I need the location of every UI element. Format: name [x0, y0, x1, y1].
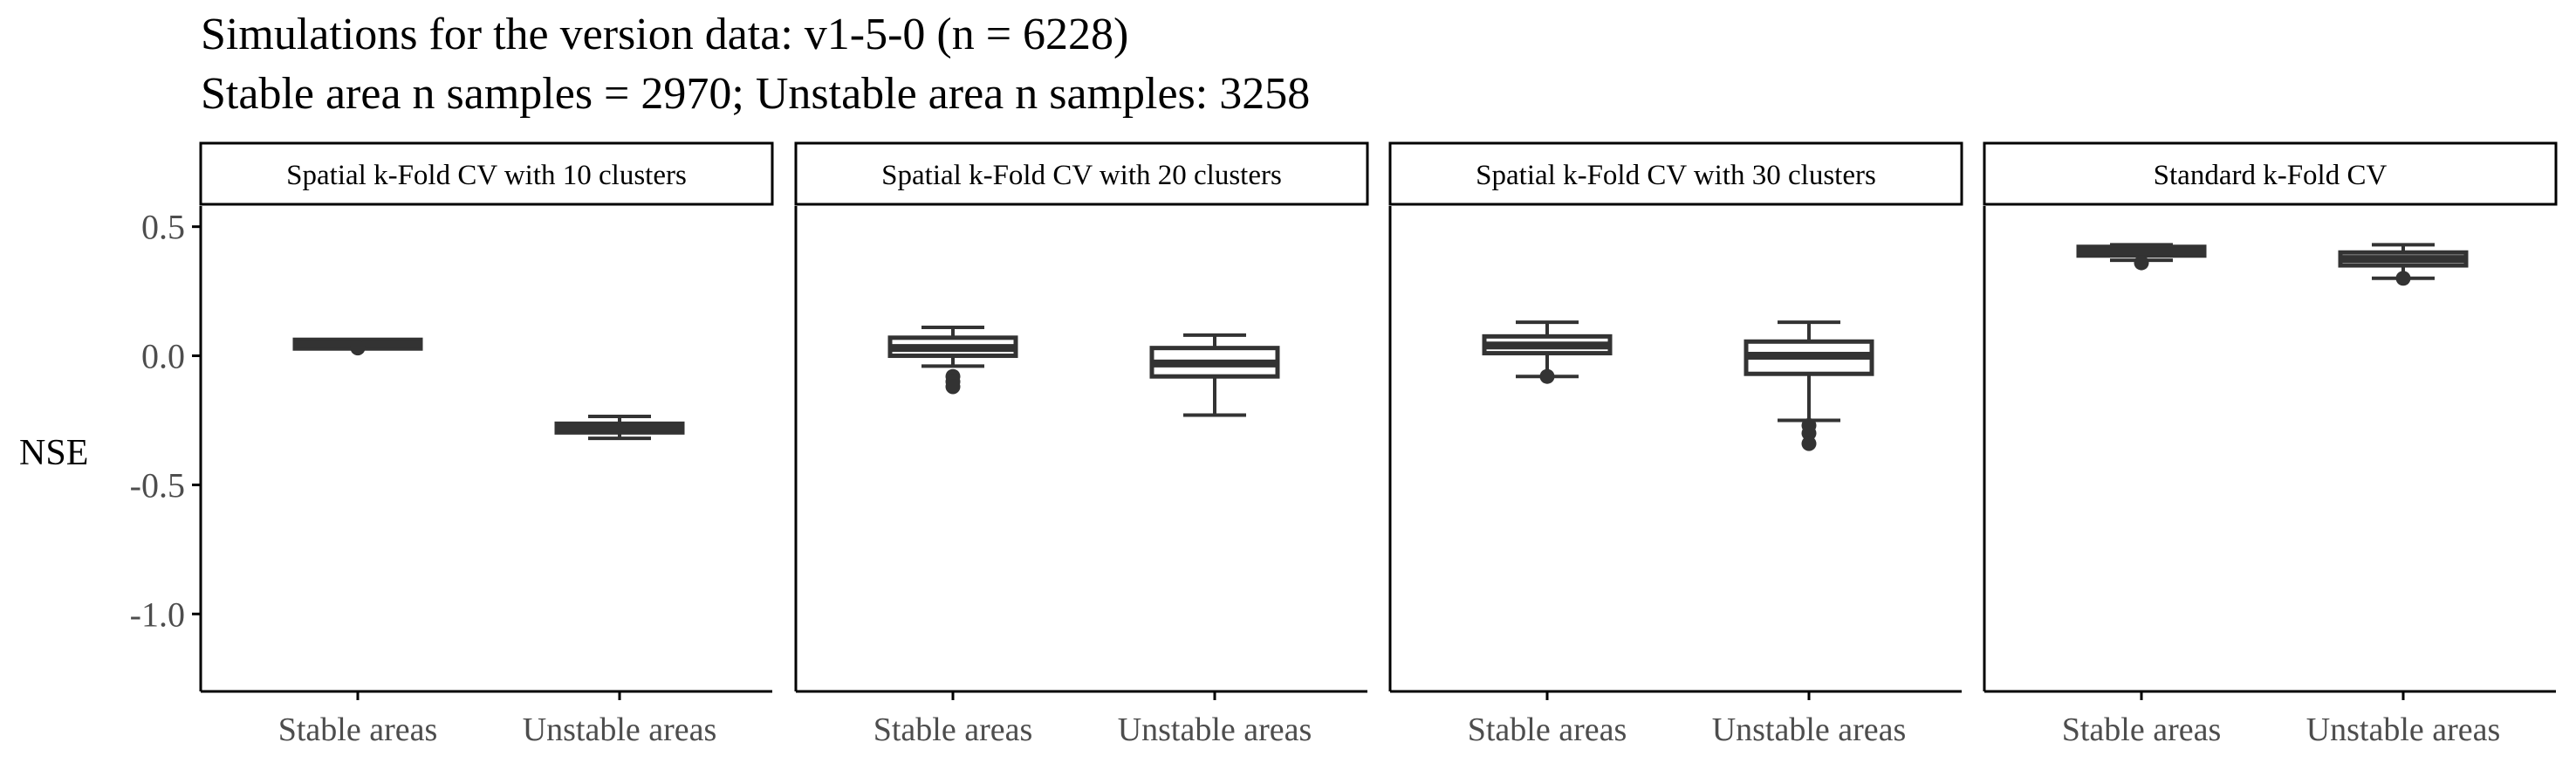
y-axis: 0.5 0.0 -0.5 -1.0	[130, 208, 201, 634]
outlier-point	[1801, 425, 1817, 441]
facet-strip	[794, 141, 1369, 206]
boxplot	[1149, 333, 1280, 417]
x-tick-label: Unstable areas	[2306, 711, 2501, 748]
x-tick-label: Stable areas	[1468, 711, 1627, 748]
boxplot	[1482, 320, 1613, 384]
x-tick-label: Unstable areas	[1118, 711, 1312, 748]
facet-strip	[1388, 141, 1963, 206]
facet-panels: Spatial k-Fold CV with 10 clustersStable…	[199, 141, 2558, 748]
outlier-point	[2395, 271, 2411, 286]
boxplot	[887, 326, 1018, 395]
outlier-point	[350, 340, 366, 356]
outlier-point	[1539, 368, 1555, 384]
facet-strip	[1983, 141, 2558, 206]
outlier-point	[945, 379, 961, 395]
x-tick-label: Stable areas	[278, 711, 438, 748]
y-tick-label: -0.5	[130, 465, 185, 505]
boxplot	[292, 337, 423, 356]
chart-title: Simulations for the version data: v1-5-0…	[201, 10, 1128, 59]
y-tick-label: 0.0	[141, 337, 185, 376]
outlier-point	[1801, 436, 1817, 451]
outlier-point	[2134, 255, 2149, 271]
facet-panel: Spatial k-Fold CV with 10 clustersStable…	[199, 141, 774, 748]
boxplot	[2338, 243, 2469, 286]
facet-panel: Spatial k-Fold CV with 30 clustersStable…	[1388, 141, 1963, 748]
chart-subtitle: Stable area n samples = 2970; Unstable a…	[201, 69, 1310, 119]
facet-strip	[199, 141, 774, 206]
x-tick-label: Stable areas	[2062, 711, 2222, 748]
boxplot	[1744, 320, 1874, 451]
facet-panel: Spatial k-Fold CV with 20 clustersStable…	[794, 141, 1369, 748]
facet-strip-label: Spatial k-Fold CV with 10 clusters	[286, 160, 687, 191]
facet-strip-label: Spatial k-Fold CV with 30 clusters	[1476, 160, 1876, 191]
x-tick-label: Unstable areas	[523, 711, 717, 748]
boxplot	[554, 415, 685, 441]
facet-panel: Standard k-Fold CV Stable areas Unstable a…	[1983, 141, 2558, 748]
x-tick-label: Unstable areas	[1712, 711, 1907, 748]
x-tick-label: Stable areas	[874, 711, 1033, 748]
boxplot	[2076, 243, 2207, 271]
y-axis-label: NSE	[19, 433, 88, 473]
facet-strip-label: Spatial k-Fold CV with 20 clusters	[881, 160, 1282, 191]
facet-strip-label: Standard k-Fold CV	[2154, 160, 2388, 191]
y-tick-label: -1.0	[130, 595, 185, 634]
y-tick-label: 0.5	[141, 208, 185, 247]
